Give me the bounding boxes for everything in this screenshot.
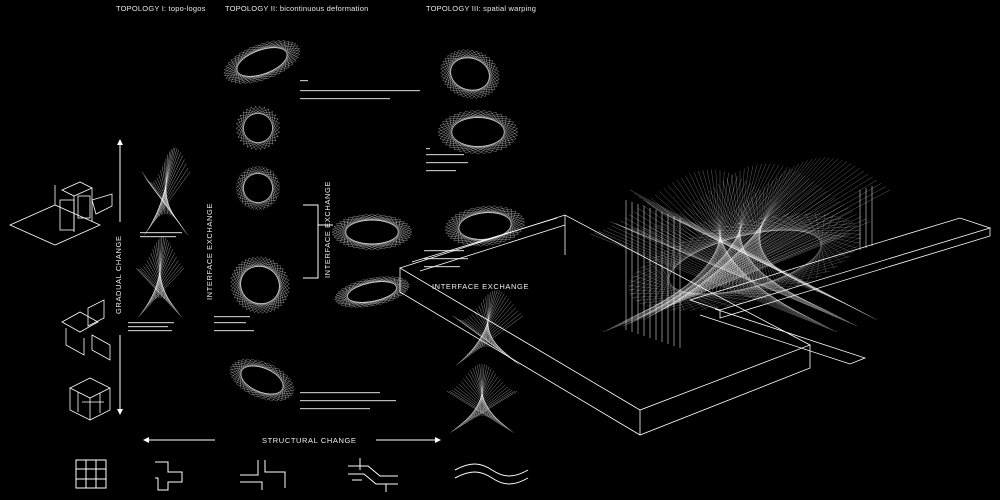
annotation-marks (128, 80, 468, 410)
cross-glyph (155, 461, 183, 491)
header-topology-1: TOPOLOGY I: topo-logos (116, 4, 206, 13)
label-interface-exchange-b: INTERFACE EXCHANGE (323, 180, 332, 278)
wave-glyph (454, 463, 529, 485)
isometric-rail (688, 217, 992, 365)
channel-glyph (348, 458, 398, 492)
header-topology-3: TOPOLOGY III: spatial warping (426, 4, 537, 13)
block-model-top (9, 181, 113, 246)
interface-bracket (303, 204, 333, 279)
label-interface-exchange-c: INTERFACE EXCHANGE (432, 282, 530, 291)
label-gradual-change: GRADUAL CHANGE (114, 235, 123, 314)
block-model-bottom (69, 377, 111, 421)
isometric-slab (399, 214, 811, 436)
wireframe-surfaces (135, 40, 891, 433)
block-model-mid (61, 299, 111, 361)
label-interface-exchange-a: INTERFACE EXCHANGE (205, 202, 214, 300)
step-glyph (240, 460, 286, 490)
header-topology-2: TOPOLOGY II: bicontinuous deformation (225, 4, 369, 13)
grid-glyph (75, 459, 107, 489)
label-structural-change: STRUCTURAL CHANGE (262, 436, 357, 445)
